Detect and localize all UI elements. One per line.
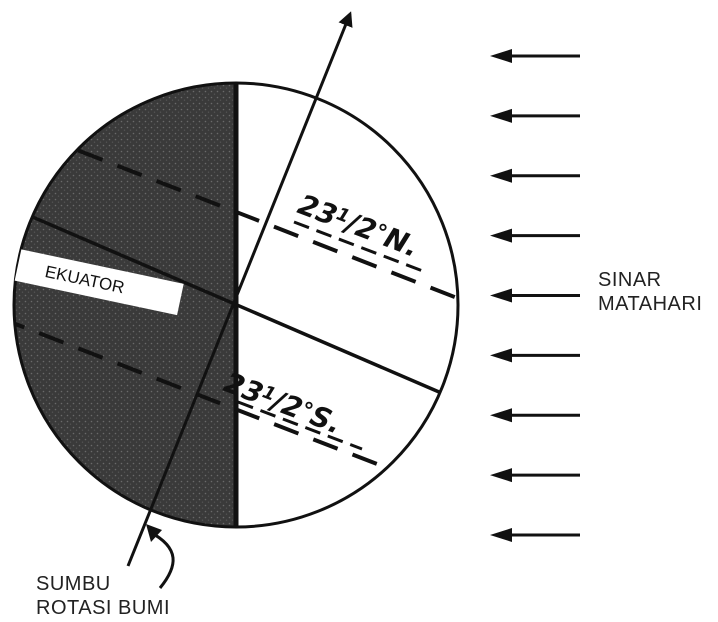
axis-label-line2: ROTASI BUMI	[36, 597, 171, 619]
sun-ray-arrow	[490, 528, 580, 542]
sun-ray-arrow	[490, 49, 580, 63]
sun-ray-arrow	[490, 408, 580, 423]
tropic-south-underline	[237, 400, 363, 451]
sun-rays-label-line1: SINAR	[598, 269, 662, 291]
sun-ray-arrow	[490, 468, 580, 483]
sun-rays	[490, 49, 580, 542]
sun-ray-arrow	[490, 108, 580, 123]
sun-ray-arrow	[490, 288, 580, 303]
sun-rays-label: SINAR MATAHARI	[598, 268, 702, 316]
axis-pointer-head	[146, 524, 162, 542]
tropic-north-line	[14, 118, 458, 305]
night-side	[14, 83, 236, 527]
axis-label: SUMBU ROTASI BUMI	[36, 572, 170, 620]
sun-rays-label-line2: MATAHARI	[598, 293, 703, 315]
sun-ray-arrow	[490, 348, 580, 363]
axis-label-line1: SUMBU	[36, 573, 111, 595]
equator-line	[14, 201, 458, 403]
sun-ray-arrow	[490, 228, 580, 243]
sun-ray-arrow	[490, 168, 580, 183]
rotation-axis	[126, 11, 353, 567]
axis-pointer-arrow	[149, 530, 175, 589]
